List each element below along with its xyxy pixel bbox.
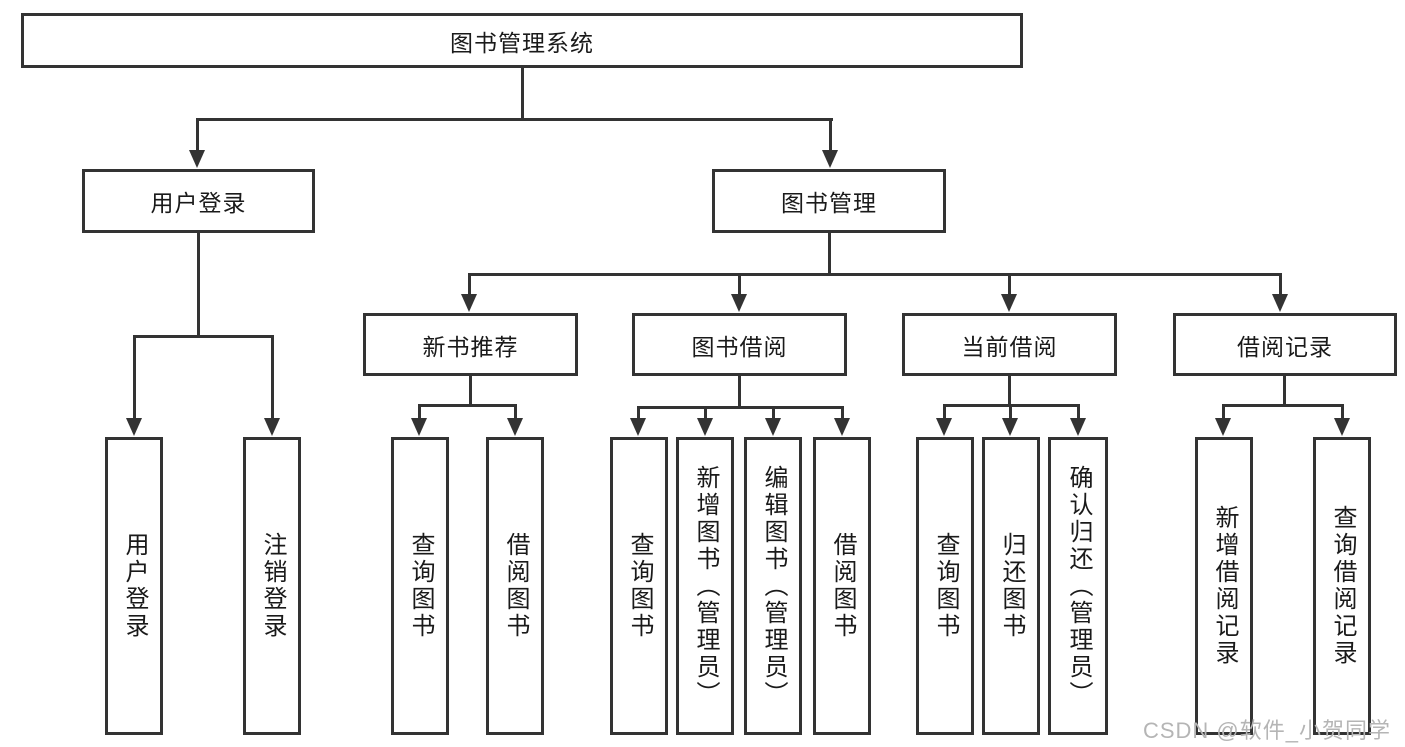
leaf-current-return-label: 归还图书 (998, 532, 1025, 640)
connector-line (637, 406, 640, 420)
node-book-borrow: 图书借阅 (632, 313, 847, 376)
leaf-newbooks-search-label: 查询图书 (407, 532, 434, 640)
connector-line (271, 335, 274, 419)
connector-line (133, 335, 136, 419)
connector-line (468, 273, 471, 295)
leaf-records-search: 查询借阅记录 (1313, 437, 1371, 735)
node-current-borrow-label: 当前借阅 (961, 333, 1058, 360)
leaf-borrow-add-label: 新增图书（管理员） (692, 464, 719, 708)
arrowhead-icon (1334, 418, 1350, 436)
connector-line (1009, 404, 1012, 420)
node-book-borrow-label: 图书借阅 (691, 333, 788, 360)
arrowhead-icon (765, 418, 781, 436)
leaf-borrow-book: 借阅图书 (813, 437, 871, 735)
leaf-borrow-search-label: 查询图书 (626, 532, 653, 640)
arrowhead-icon (822, 150, 838, 168)
arrowhead-icon (936, 418, 952, 436)
connector-line (943, 404, 946, 420)
connector-line (196, 118, 199, 152)
arrowhead-icon (731, 294, 747, 312)
arrowhead-icon (264, 418, 280, 436)
connector-line (469, 376, 472, 407)
node-new-books-label: 新书推荐 (422, 333, 519, 360)
leaf-records-add-label: 新增借阅记录 (1211, 505, 1238, 667)
leaf-current-confirm-label: 确认归还（管理员） (1065, 464, 1092, 708)
leaf-current-search: 查询图书 (916, 437, 974, 735)
arrowhead-icon (1001, 294, 1017, 312)
arrowhead-icon (411, 418, 427, 436)
leaf-newbooks-borrow-label: 借阅图书 (502, 532, 529, 640)
node-book-mgmt: 图书管理 (712, 169, 946, 233)
arrowhead-icon (1215, 418, 1231, 436)
connector-line (841, 406, 844, 420)
leaf-borrow-edit: 编辑图书（管理员） (744, 437, 802, 735)
leaf-records-search-label: 查询借阅记录 (1329, 505, 1356, 667)
connector-line (1008, 376, 1011, 407)
node-user-login-label: 用户登录 (150, 190, 247, 216)
connector-line (1283, 376, 1286, 407)
node-root-label: 图书管理系统 (450, 29, 594, 56)
leaf-user-login: 用户登录 (105, 437, 163, 735)
leaf-newbooks-borrow: 借阅图书 (486, 437, 544, 735)
connector-line (738, 376, 741, 409)
connector-line (637, 406, 844, 409)
leaf-borrow-book-label: 借阅图书 (829, 532, 856, 640)
arrowhead-icon (461, 294, 477, 312)
leaf-current-confirm: 确认归还（管理员） (1048, 437, 1108, 735)
connector-line (1222, 404, 1225, 420)
leaf-borrow-edit-label: 编辑图书（管理员） (760, 464, 787, 708)
connector-line (1222, 404, 1343, 407)
connector-line (418, 404, 421, 420)
arrowhead-icon (189, 150, 205, 168)
connector-line (197, 233, 200, 338)
arrowhead-icon (1070, 418, 1086, 436)
connector-line (1341, 404, 1344, 420)
leaf-newbooks-search: 查询图书 (391, 437, 449, 735)
leaf-logout-label: 注销登录 (259, 532, 286, 640)
leaf-logout: 注销登录 (243, 437, 301, 735)
connector-line (772, 406, 775, 420)
node-root: 图书管理系统 (21, 13, 1023, 68)
leaf-current-search-label: 查询图书 (932, 532, 959, 640)
csdn-watermark: CSDN @软件_小贺同学 (1142, 718, 1391, 743)
node-current-borrow: 当前借阅 (902, 313, 1117, 376)
connector-line (738, 273, 741, 295)
arrowhead-icon (1272, 294, 1288, 312)
arrowhead-icon (1002, 418, 1018, 436)
connector-line (1077, 404, 1080, 420)
connector-line (196, 118, 833, 121)
arrowhead-icon (630, 418, 646, 436)
connector-line (133, 335, 274, 338)
node-borrow-records-label: 借阅记录 (1237, 333, 1333, 360)
connector-line (514, 404, 517, 420)
arrowhead-icon (507, 418, 523, 436)
connector-line (521, 68, 524, 121)
leaf-borrow-add: 新增图书（管理员） (676, 437, 734, 735)
node-user-login: 用户登录 (82, 169, 315, 233)
node-borrow-records: 借阅记录 (1173, 313, 1397, 376)
connector-line (418, 404, 516, 407)
leaf-current-return: 归还图书 (982, 437, 1040, 735)
connector-line (1008, 273, 1011, 295)
connector-line (829, 118, 832, 152)
connector-line (828, 233, 831, 276)
leaf-borrow-search: 查询图书 (610, 437, 668, 735)
connector-line (704, 406, 707, 420)
arrowhead-icon (126, 418, 142, 436)
leaf-records-add: 新增借阅记录 (1195, 437, 1253, 735)
arrowhead-icon (834, 418, 850, 436)
connector-line (1279, 273, 1282, 295)
leaf-user-login-label: 用户登录 (121, 532, 148, 640)
node-book-mgmt-label: 图书管理 (781, 190, 877, 216)
arrowhead-icon (697, 418, 713, 436)
connector-line (468, 273, 1281, 276)
node-new-books: 新书推荐 (363, 313, 578, 376)
